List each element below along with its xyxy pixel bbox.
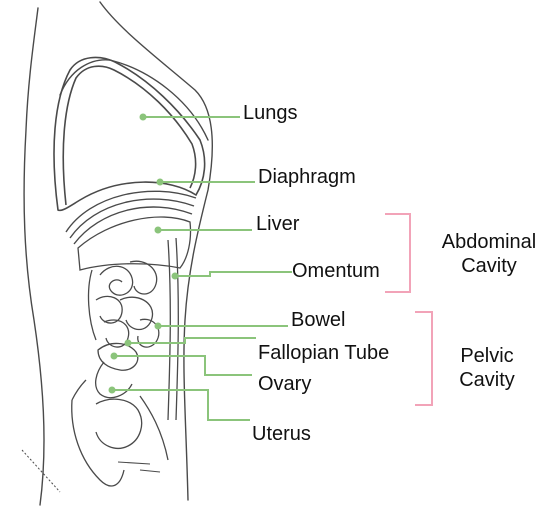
label-fallopian-tube: Fallopian Tube <box>258 342 389 364</box>
label-lungs: Lungs <box>243 102 298 124</box>
pelvic-organs-shape <box>72 343 168 486</box>
abdominal-cavity-line1: Abdominal <box>428 230 550 254</box>
abdominal-cavity-line2: Cavity <box>428 254 550 278</box>
pelvic-cavity-line2: Cavity <box>442 368 532 392</box>
pelvic-cavity-line1: Pelvic <box>442 344 532 368</box>
leader-dots <box>109 114 179 394</box>
cavity-brackets <box>385 214 432 405</box>
label-diaphragm: Diaphragm <box>258 166 356 188</box>
label-ovary: Ovary <box>258 373 311 395</box>
label-abdominal-cavity: Abdominal Cavity <box>428 230 550 278</box>
label-bowel: Bowel <box>291 309 345 331</box>
omentum-leader <box>175 272 292 276</box>
pelvic-bracket <box>415 312 432 405</box>
lungs-shape <box>54 57 205 210</box>
label-uterus: Uterus <box>252 423 311 445</box>
body-outline <box>24 2 212 505</box>
bowel-shape <box>89 261 159 347</box>
abdominal-bracket <box>385 214 410 292</box>
label-omentum: Omentum <box>292 260 380 282</box>
fallopian-tube-leader <box>128 338 256 343</box>
label-pelvic-cavity: Pelvic Cavity <box>442 344 532 392</box>
label-liver: Liver <box>256 213 299 235</box>
